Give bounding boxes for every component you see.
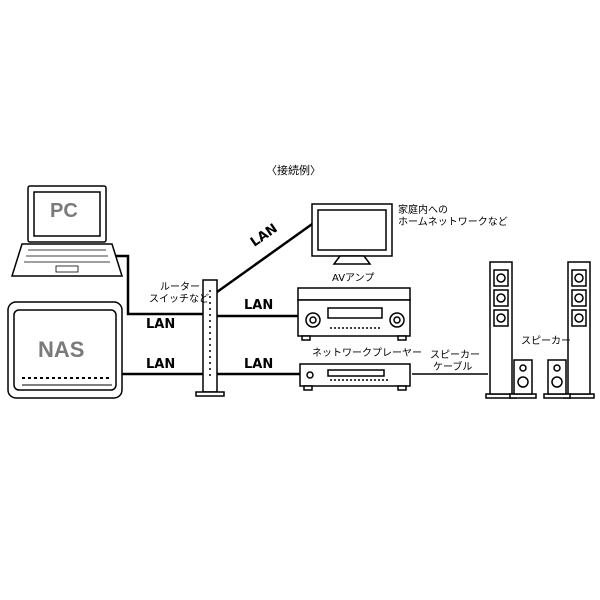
speaker-label: スピーカー: [521, 336, 571, 347]
cables: [112, 220, 488, 376]
speaker-cable-label-line2: ケーブル: [433, 362, 473, 373]
speaker-small-left: [509, 359, 537, 399]
lan-label-pc: LAN: [146, 317, 176, 332]
router-label-line1: ルーター: [160, 282, 200, 293]
diagram-title: 〈接続例〉: [266, 164, 321, 177]
router-label-line2: スイッチなど: [149, 294, 209, 305]
home-network-label-line2: ホームネットワークなど: [398, 217, 508, 228]
av-amp: [297, 287, 411, 341]
router-tower: [195, 279, 225, 397]
speaker-small-right: [543, 359, 571, 399]
av-amp-label: AVアンプ: [332, 273, 375, 284]
lan-label-nas: LAN: [146, 357, 176, 372]
network-player-label: ネットワークプレーヤー: [312, 348, 422, 359]
lan-label-player: LAN: [244, 357, 274, 372]
speaker-tall-left: [485, 261, 517, 399]
pc-label: PC: [50, 200, 78, 222]
speaker-cable-label-line1: スピーカー: [430, 350, 480, 361]
network-player: [299, 363, 411, 391]
tv-lan-cable: [216, 220, 316, 294]
tv-monitor: [311, 203, 393, 265]
pc-lan-cable: [112, 254, 203, 316]
nas-label: NAS: [38, 337, 85, 362]
nas-box: [7, 301, 123, 399]
home-network-label-line1: 家庭内への: [398, 205, 448, 216]
speaker-tall-right: [563, 261, 595, 399]
lan-label-amp: LAN: [244, 298, 274, 313]
pc-laptop: [10, 185, 124, 277]
